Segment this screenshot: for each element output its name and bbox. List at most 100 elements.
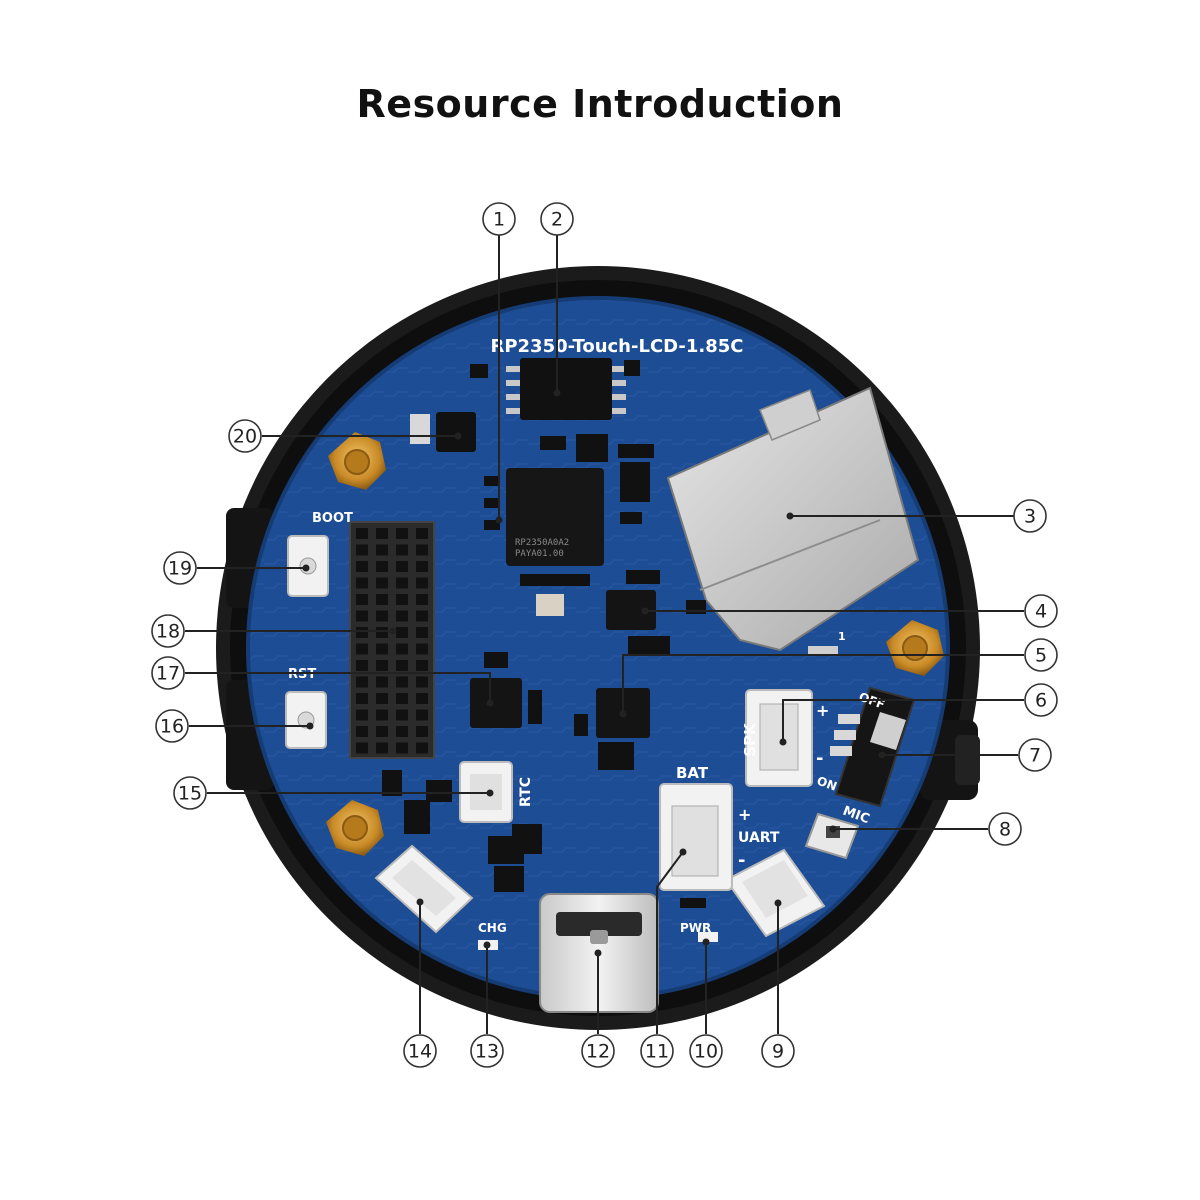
header-pin bbox=[356, 742, 368, 754]
leader-dot-16 bbox=[306, 722, 314, 730]
callout-16: 16 bbox=[155, 709, 189, 743]
header-pin bbox=[356, 693, 368, 704]
battery-connector bbox=[659, 783, 733, 891]
mounting-nut-top-left bbox=[328, 432, 386, 490]
leader-dot-4 bbox=[641, 607, 649, 615]
pwr-label: PWR bbox=[680, 921, 711, 935]
header-pin bbox=[396, 594, 408, 605]
j1-mark: 1 bbox=[838, 630, 846, 643]
reset-button[interactable] bbox=[285, 691, 327, 749]
leader-lines bbox=[185, 235, 1024, 1034]
header-pin bbox=[416, 594, 428, 605]
small-components-top bbox=[410, 360, 660, 616]
callout-number: 18 bbox=[156, 621, 180, 643]
power-switch[interactable] bbox=[830, 686, 916, 808]
callout-number: 3 bbox=[1024, 506, 1036, 528]
header-pin bbox=[416, 561, 428, 572]
header-pin bbox=[356, 627, 368, 638]
header-pin bbox=[396, 627, 408, 638]
callout-number: 16 bbox=[160, 716, 184, 738]
rtc-chip bbox=[470, 652, 542, 728]
leader-line-11 bbox=[656, 851, 684, 1034]
callout-circle bbox=[482, 202, 516, 236]
bat-label: BAT bbox=[676, 764, 709, 782]
callout-8: 8 bbox=[988, 812, 1022, 846]
mcu-marking-line2: PAYA01.00 bbox=[515, 549, 564, 559]
callout-circle bbox=[403, 1034, 437, 1068]
header-pin bbox=[376, 643, 388, 655]
header-pin bbox=[356, 544, 368, 556]
callout-20: 20 bbox=[228, 419, 262, 453]
callout-11: 11 bbox=[640, 1034, 674, 1068]
callout-9: 9 bbox=[761, 1034, 795, 1068]
header-pin bbox=[356, 726, 368, 737]
bat-plus: + bbox=[738, 805, 751, 824]
speaker-connector bbox=[745, 689, 813, 787]
rp2350-mcu: RP2350A0A2 PAYA01.00 bbox=[506, 468, 604, 566]
callout-13: 13 bbox=[470, 1034, 504, 1068]
leader-dot-11 bbox=[679, 848, 687, 856]
callout-19: 19 bbox=[163, 551, 197, 585]
mounting-nut-bottom-left bbox=[326, 800, 384, 856]
callout-circle bbox=[540, 202, 574, 236]
header-pin bbox=[376, 693, 388, 704]
header-pin bbox=[396, 528, 408, 539]
header-pin bbox=[356, 709, 368, 721]
header-pin bbox=[396, 643, 408, 655]
callout-4: 4 bbox=[1024, 594, 1058, 628]
callout-circle bbox=[163, 551, 197, 585]
page-title: Resource Introduction bbox=[356, 82, 844, 126]
leader-dot-5 bbox=[619, 710, 627, 718]
callout-number: 5 bbox=[1035, 645, 1047, 667]
header-pin bbox=[416, 709, 428, 721]
callout-circle bbox=[228, 419, 262, 453]
header-pin bbox=[376, 544, 388, 556]
leader-dot-7 bbox=[878, 751, 886, 759]
header-pin bbox=[416, 610, 428, 622]
callout-number: 4 bbox=[1035, 601, 1047, 623]
callout-6: 6 bbox=[1024, 683, 1058, 717]
header-pin bbox=[356, 660, 368, 671]
header-pin bbox=[396, 693, 408, 704]
callout-number: 19 bbox=[168, 558, 192, 580]
callout-12: 12 bbox=[581, 1034, 615, 1068]
header-pin bbox=[396, 610, 408, 622]
leader-line-6 bbox=[782, 699, 1024, 742]
header-pin bbox=[416, 544, 428, 556]
header-pin bbox=[376, 742, 388, 754]
leader-dot-6 bbox=[779, 738, 787, 746]
callout-number: 7 bbox=[1029, 745, 1041, 767]
header-pin bbox=[376, 709, 388, 721]
callout-number: 17 bbox=[156, 663, 180, 685]
callout-circle bbox=[151, 614, 185, 648]
header-pin bbox=[356, 643, 368, 655]
header-pin bbox=[416, 660, 428, 671]
leader-dot-14 bbox=[416, 898, 424, 906]
pin-header bbox=[349, 521, 435, 759]
header-pin bbox=[396, 709, 408, 721]
callout-circle bbox=[155, 709, 189, 743]
leader-dot-20 bbox=[454, 432, 462, 440]
callout-7: 7 bbox=[1018, 738, 1052, 772]
callout-10: 10 bbox=[689, 1034, 723, 1068]
bat-minus: - bbox=[738, 850, 745, 871]
leader-dot-13 bbox=[483, 941, 491, 949]
callout-number: 9 bbox=[772, 1041, 784, 1063]
boot-label: BOOT bbox=[312, 511, 353, 526]
leader-line-5 bbox=[622, 654, 1024, 714]
rtc-label: RTC bbox=[518, 777, 534, 807]
callout-number: 12 bbox=[586, 1041, 610, 1063]
callout-number: 8 bbox=[999, 819, 1011, 841]
spk-plus: + bbox=[816, 701, 829, 720]
callout-15: 15 bbox=[173, 776, 207, 810]
callout-number: 20 bbox=[233, 426, 257, 448]
test-pads bbox=[808, 646, 838, 656]
header-pin bbox=[356, 610, 368, 622]
callout-2: 2 bbox=[540, 202, 574, 236]
header-pin bbox=[416, 528, 428, 539]
header-pin bbox=[376, 660, 388, 671]
mcu-marking-line1: RP2350A0A2 bbox=[515, 538, 569, 548]
switch-on-label: ON bbox=[815, 774, 839, 794]
callout-circle bbox=[689, 1034, 723, 1068]
